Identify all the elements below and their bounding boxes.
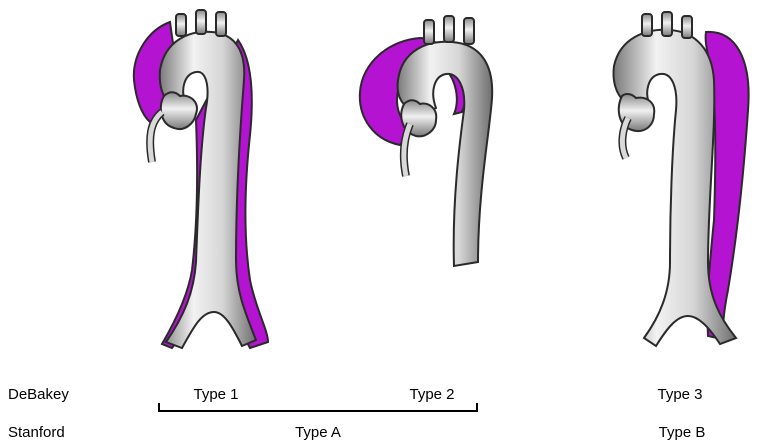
stanford-type-a-label: Type A [295, 424, 341, 441]
aorta-type-1-illustration [132, 9, 270, 350]
aortic-root-1 [159, 91, 198, 130]
aorta-type-2-illustration [358, 15, 494, 268]
stanford-type-b-label: Type B [658, 424, 706, 441]
debakey-row-label: DeBakey [8, 386, 69, 403]
stanford-row-label: Stanford [8, 424, 65, 441]
aorta-body-3 [612, 28, 738, 348]
aorta-body-1 [158, 30, 258, 350]
arch-branches-2 [423, 15, 475, 45]
aorta-type-3-illustration [612, 11, 750, 348]
arch-branches-1 [175, 9, 227, 37]
debakey-type-1-label: Type 1 [193, 386, 239, 403]
debakey-type-3-label: Type 3 [657, 386, 703, 403]
aorta-body-2 [396, 40, 494, 268]
debakey-type-2-label: Type 2 [409, 386, 455, 403]
arch-branches-3 [641, 11, 693, 39]
